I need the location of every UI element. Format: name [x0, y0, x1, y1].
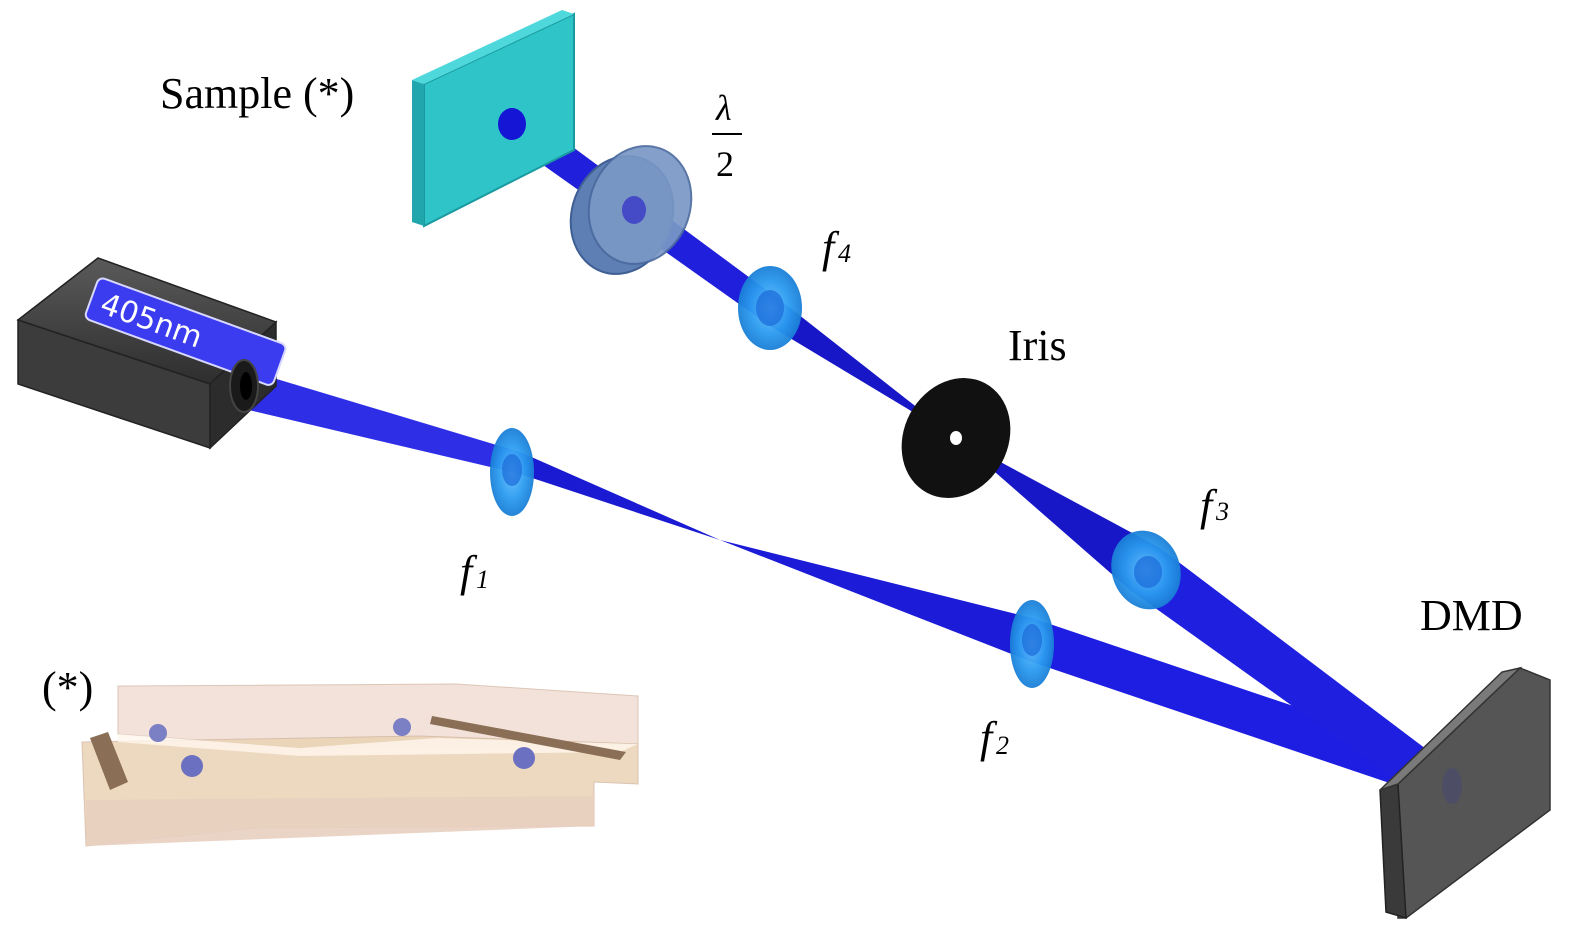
lens-f2 [1010, 600, 1054, 688]
f2-label: f 2 [980, 713, 1009, 762]
dmd-label: DMD [1420, 591, 1523, 640]
svg-text:1: 1 [476, 565, 489, 594]
beam-segment-f1-focus [520, 452, 720, 540]
half-wave-plate [569, 145, 693, 275]
laser-source: 405nm [16, 257, 287, 450]
half-wave-label: λ 2 [712, 88, 742, 184]
svg-text:4: 4 [838, 239, 851, 268]
beam-segment-focus-f2 [720, 540, 1032, 662]
particle [393, 718, 411, 736]
dmd-device [1379, 666, 1551, 920]
iris-label: Iris [1008, 321, 1067, 370]
lambda-denominator: 2 [716, 144, 734, 184]
f4-label: f 4 [822, 223, 851, 272]
spacer-left [90, 732, 128, 790]
sample-cell-inset [81, 683, 639, 847]
lens-f1 [490, 428, 534, 516]
sample-plate [412, 10, 575, 228]
lambda-symbol: λ [715, 88, 732, 128]
lens-f4 [738, 266, 802, 350]
beam-segment-laser-f1 [240, 368, 520, 474]
lens-f3 [1111, 530, 1181, 610]
beam-segment-dmd-f3 [1130, 548, 1430, 790]
beam-segment-iris-f4 [770, 300, 956, 438]
laser-beam [240, 108, 1430, 790]
particle [149, 724, 167, 742]
beam-segment-f3-iris [956, 438, 1160, 590]
beam-segment-f2-dmd [1032, 618, 1430, 790]
svg-text:2: 2 [996, 731, 1009, 760]
particle [181, 755, 203, 777]
laser-label-panel [84, 277, 287, 386]
inset-marker-label: (*) [42, 663, 93, 712]
svg-text:3: 3 [1215, 497, 1229, 526]
particle [513, 747, 535, 769]
spacer-right [430, 716, 626, 760]
f3-label: f 3 [1200, 481, 1229, 530]
f1-label: f 1 [460, 547, 489, 596]
iris-diaphragm [901, 378, 1011, 498]
sample-label: Sample (*) [160, 69, 354, 118]
